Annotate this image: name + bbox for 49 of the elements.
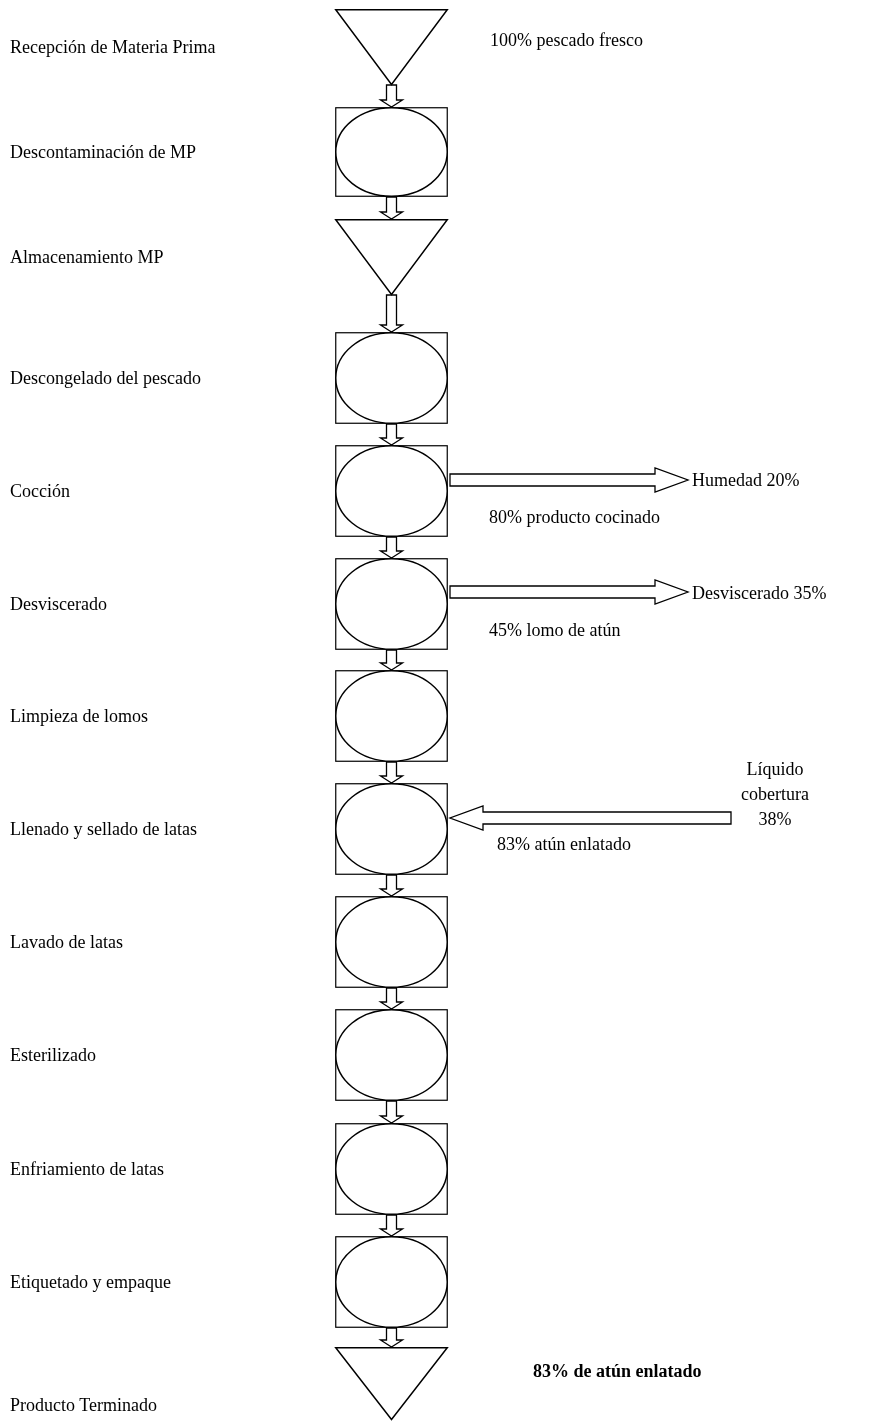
step-label: 80% producto cocinado	[489, 507, 660, 528]
operation-box	[335, 445, 448, 537]
step-label: Llenado y sellado de latas	[10, 819, 197, 840]
storage-triangle	[335, 1347, 448, 1420]
operation-box	[335, 1009, 448, 1101]
step-label: Almacenamiento MP	[10, 247, 164, 268]
step-label: 100% pescado fresco	[490, 30, 643, 51]
step-label: Descongelado del pescado	[10, 368, 201, 389]
operation-box	[335, 332, 448, 424]
step-label: Enfriamiento de latas	[10, 1159, 164, 1180]
flow-arrow	[378, 761, 405, 784]
flow-arrow	[378, 1327, 405, 1348]
operation-box	[335, 896, 448, 988]
step-label: 45% lomo de atún	[489, 620, 621, 641]
flow-arrow	[378, 423, 405, 446]
operation-box	[335, 1123, 448, 1215]
step-label: 83% atún enlatado	[497, 834, 631, 855]
output-text: Líquido cobertura 38%	[735, 757, 815, 832]
operation-box	[335, 670, 448, 762]
operation-box	[335, 783, 448, 875]
step-label: Esterilizado	[10, 1045, 96, 1066]
step-label: Limpieza de lomos	[10, 706, 148, 727]
flow-arrow	[378, 1100, 405, 1124]
step-label: Lavado de latas	[10, 932, 123, 953]
operation-box	[335, 1236, 448, 1328]
flow-arrow	[378, 987, 405, 1010]
flow-arrow	[449, 579, 690, 605]
operation-box	[335, 558, 448, 650]
operation-box	[335, 107, 448, 197]
flow-arrow	[378, 294, 405, 333]
step-label: Desviscerado	[10, 594, 107, 615]
flow-arrow	[449, 467, 690, 493]
storage-triangle	[335, 9, 448, 85]
flow-arrow	[378, 1214, 405, 1237]
storage-triangle	[335, 219, 448, 295]
step-label: Producto Terminado	[10, 1395, 157, 1416]
step-label: Etiquetado y empaque	[10, 1272, 171, 1293]
flow-arrow	[378, 874, 405, 897]
step-label: Recepción de Materia Prima	[10, 37, 216, 58]
flow-arrow	[448, 805, 732, 831]
flow-arrow	[378, 649, 405, 671]
step-label: Cocción	[10, 481, 70, 502]
step-label: Descontaminación de MP	[10, 142, 196, 163]
flow-arrow	[378, 196, 405, 220]
step-label: 83% de atún enlatado	[533, 1361, 702, 1382]
flow-arrow	[378, 84, 405, 108]
output-text: Desviscerado 35%	[692, 581, 827, 606]
output-text: Humedad 20%	[692, 468, 800, 493]
flow-arrow	[378, 536, 405, 559]
